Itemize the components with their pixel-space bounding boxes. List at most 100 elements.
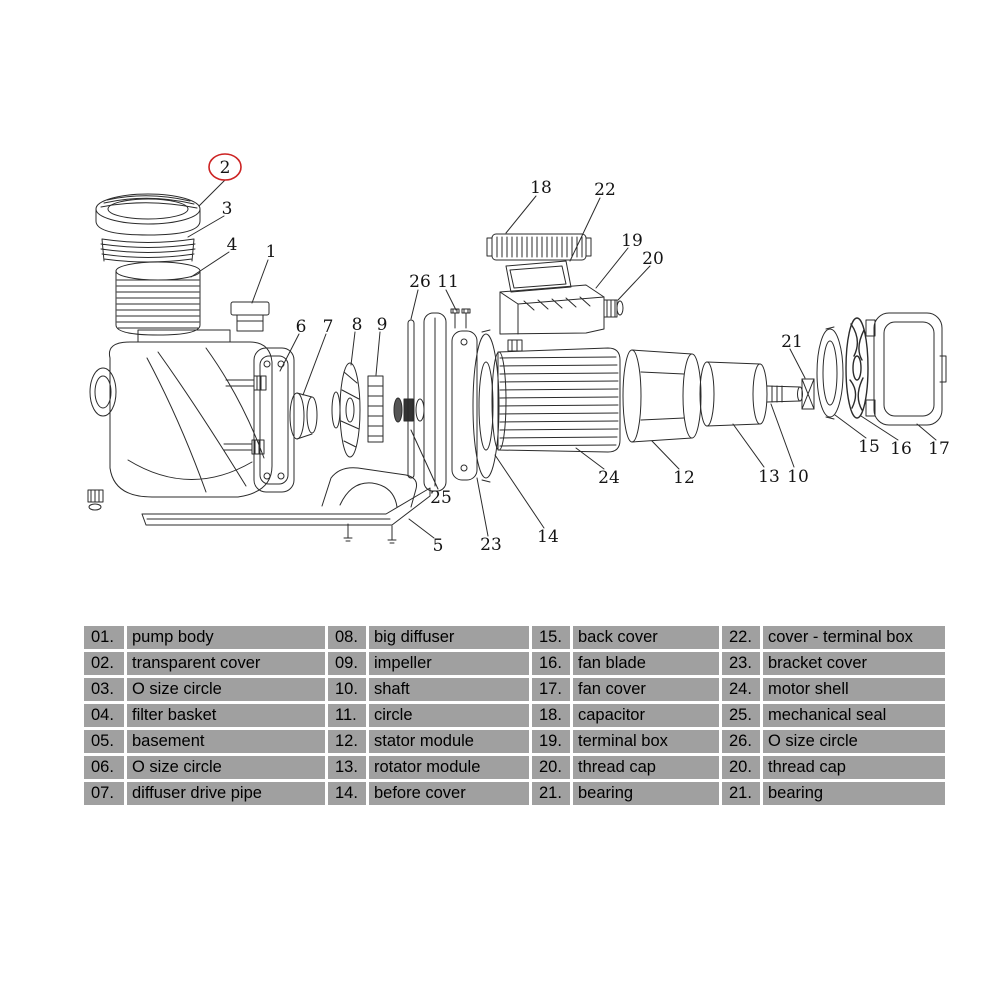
terminal-box-part (499, 284, 605, 335)
rotator-module-part (699, 361, 803, 427)
part-name: impeller (369, 652, 529, 675)
part-name: O size circle (127, 678, 325, 701)
part-name: big diffuser (369, 626, 529, 649)
part-name: before cover (369, 782, 529, 805)
leader-lines (187, 179, 937, 539)
bracket-cover-part (472, 329, 500, 483)
gasket-part (407, 319, 415, 479)
capacitor-part (486, 233, 592, 261)
big-diffuser-part (423, 312, 447, 492)
callout-21: 21 (781, 332, 803, 352)
part-name: fan cover (573, 678, 719, 701)
callout-16: 16 (890, 439, 912, 459)
part-number: 22. (722, 626, 760, 649)
callout-5: 5 (433, 536, 444, 556)
part-number: 19. (532, 730, 570, 753)
callout-1: 1 (266, 242, 277, 262)
part-name: O size circle (763, 730, 945, 753)
part-number: 07. (84, 782, 124, 805)
part-name: terminal box (573, 730, 719, 753)
callout-20: 20 (642, 249, 664, 269)
part-number: 03. (84, 678, 124, 701)
callout-14: 14 (537, 527, 559, 547)
part-number: 10. (328, 678, 366, 701)
part-number: 14. (328, 782, 366, 805)
part-name: stator module (369, 730, 529, 753)
drain-plug-part (87, 489, 104, 511)
part-number: 04. (84, 704, 124, 727)
callout-8: 8 (352, 315, 363, 335)
part-name: transparent cover (127, 652, 325, 675)
stator-module-part (622, 349, 702, 443)
callout-9: 9 (377, 315, 388, 335)
part-number: 21. (722, 782, 760, 805)
part-number: 06. (84, 756, 124, 779)
part-name: bracket cover (763, 652, 945, 675)
callout-10: 10 (787, 467, 809, 487)
highlight-circle (208, 153, 242, 181)
callout-19: 19 (621, 231, 643, 251)
callout-24: 24 (598, 468, 620, 488)
part-name: thread cap (763, 756, 945, 779)
callout-2: 2 (220, 158, 231, 178)
part-name: back cover (573, 626, 719, 649)
part-name: filter basket (127, 704, 325, 727)
callout-11: 11 (437, 272, 459, 292)
part-name: motor shell (763, 678, 945, 701)
terminal-box-cover-part (505, 260, 572, 293)
callout-3: 3 (222, 199, 233, 219)
part-number: 08. (328, 626, 366, 649)
part-name: bearing (763, 782, 945, 805)
shaft-sleeve-part (367, 375, 384, 443)
fan-cover-part (865, 312, 947, 426)
part-name: circle (369, 704, 529, 727)
motor-shell-part (491, 339, 621, 453)
part-number: 18. (532, 704, 570, 727)
part-number: 23. (722, 652, 760, 675)
before-cover-part (451, 330, 478, 481)
diagram-area: 1 2 3 4 5 6 7 8 9 10 11 12 13 14 15 16 1… (87, 153, 950, 556)
part-name: shaft (369, 678, 529, 701)
screws-part (450, 308, 471, 329)
part-name: bearing (573, 782, 719, 805)
part-name: capacitor (573, 704, 719, 727)
pump-body-part (89, 329, 273, 498)
part-name: O size circle (127, 756, 325, 779)
callout-25: 25 (430, 488, 452, 508)
callout-23: 23 (480, 535, 502, 555)
part-name: fan blade (573, 652, 719, 675)
callout-6: 6 (296, 317, 307, 337)
thread-cap-part (603, 299, 624, 318)
callout-13: 13 (758, 467, 780, 487)
part-name: basement (127, 730, 325, 753)
part-number: 02. (84, 652, 124, 675)
callout-numbers: 1 2 3 4 5 6 7 8 9 10 11 12 13 14 15 16 1… (220, 158, 950, 556)
part-name: diffuser drive pipe (127, 782, 325, 805)
callout-7: 7 (323, 317, 334, 337)
callout-17: 17 (928, 439, 950, 459)
o-ring-part (100, 238, 196, 263)
union-fitting-part (230, 301, 270, 332)
callout-22: 22 (594, 180, 616, 200)
part-number: 16. (532, 652, 570, 675)
callout-15: 15 (858, 437, 880, 457)
impeller-part (331, 362, 361, 458)
part-number: 13. (328, 756, 366, 779)
part-number: 24. (722, 678, 760, 701)
callout-12: 12 (673, 468, 695, 488)
part-number: 25. (722, 704, 760, 727)
callout-26: 26 (409, 272, 431, 292)
back-cover-part (816, 326, 844, 420)
part-name: mechanical seal (763, 704, 945, 727)
callout-18: 18 (530, 178, 552, 198)
exploded-parts-diagram: 1 2 3 4 5 6 7 8 9 10 11 12 13 14 15 16 1… (87, 153, 950, 556)
part-name: rotator module (369, 756, 529, 779)
basement-part (141, 467, 431, 544)
part-number: 26. (722, 730, 760, 753)
seal-plate-part (253, 347, 295, 493)
part-name: thread cap (573, 756, 719, 779)
callout-4: 4 (227, 235, 238, 255)
part-number: 09. (328, 652, 366, 675)
filter-basket-part (115, 261, 201, 336)
